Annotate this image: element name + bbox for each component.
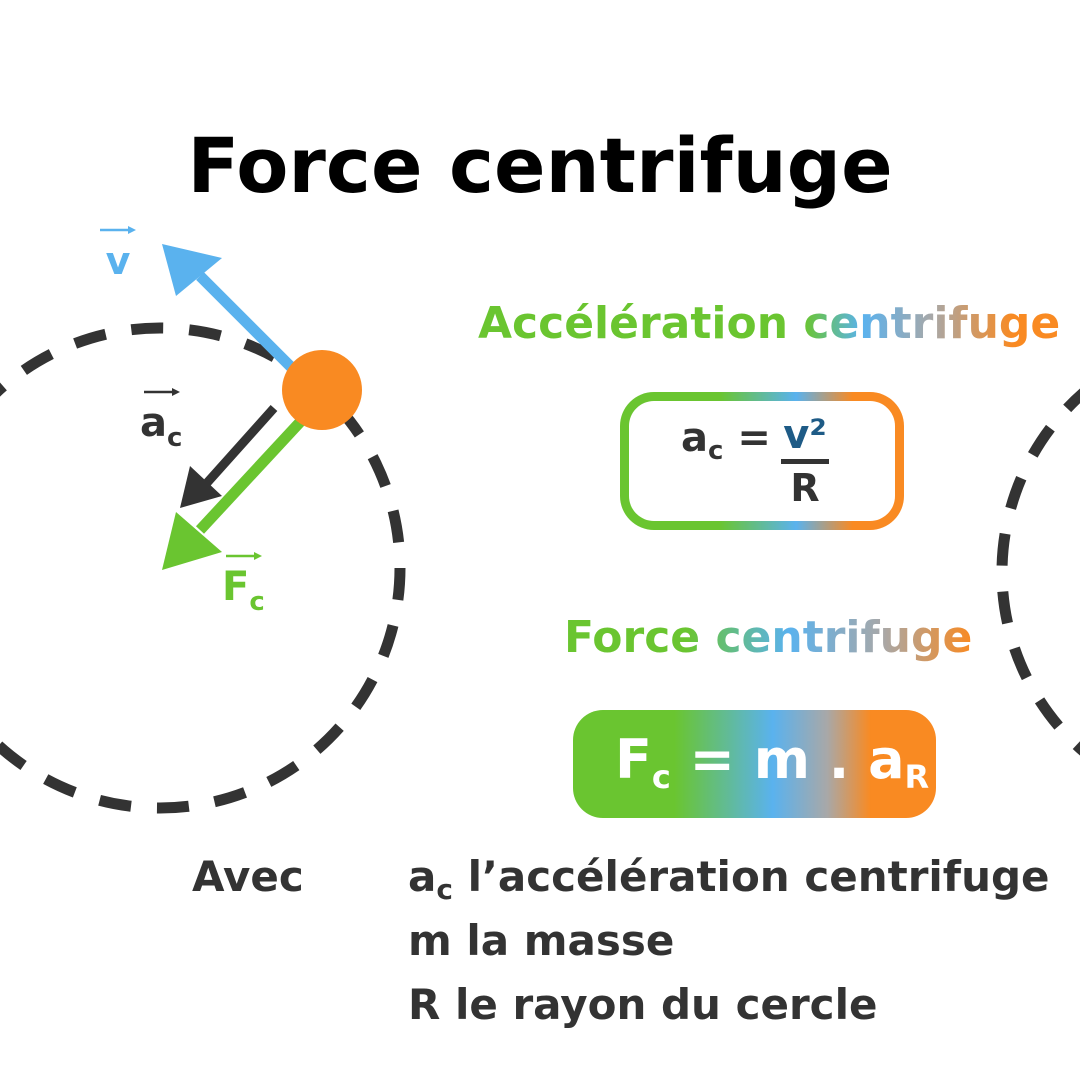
force-vector: [162, 416, 307, 570]
velocity-vector: [162, 244, 304, 380]
legend-radius: R le rayon du cercle: [408, 980, 878, 1029]
velocity-label: v: [100, 226, 136, 283]
acceleration-heading: Accélération centrifuge: [478, 298, 1061, 349]
velocity-label-text: v: [106, 239, 131, 283]
force-heading: Force centrifuge: [564, 612, 973, 663]
force-formula-mid: = m . a: [670, 728, 905, 791]
force-formula-sub: c: [651, 758, 671, 796]
accel-formula-symbol: a: [681, 415, 708, 461]
mass-ball: [282, 350, 362, 430]
force-label-sub: c: [249, 587, 264, 617]
acceleration-fraction: v² R: [781, 413, 829, 510]
force-formula-rhs-sub: R: [904, 758, 930, 796]
legend-ac-sub: c: [436, 873, 453, 906]
accel-formula-equals: =: [723, 415, 771, 461]
svg-text:ac: ac: [140, 400, 182, 453]
page-title: Force centrifuge: [187, 120, 893, 210]
legend-mass: m la masse: [408, 916, 675, 965]
force-formula-symbol: F: [615, 728, 652, 791]
acceleration-label-sub: c: [167, 423, 182, 453]
acceleration-vector: [180, 404, 278, 508]
orbit-circle: [0, 322, 406, 814]
acceleration-formula-lhs: ac =: [681, 415, 771, 466]
second-orbit-circle: [996, 388, 1080, 756]
acceleration-label: ac: [140, 388, 182, 453]
force-label-text: F: [222, 564, 249, 610]
fraction-bar: [781, 459, 829, 464]
fraction-denominator: R: [790, 466, 820, 510]
force-formula-box: Fc = m . aR: [573, 710, 936, 818]
acceleration-label-text: a: [140, 400, 167, 446]
legend-acceleration: ac l’accélération centrifuge: [408, 852, 1050, 906]
legend-ac-symbol: a: [408, 852, 437, 901]
force-formula: Fc = m . aR: [615, 728, 929, 796]
svg-text:Fc: Fc: [222, 564, 265, 617]
legend-avec: Avec: [192, 852, 304, 901]
acceleration-formula-box: ac = v² R: [620, 392, 904, 530]
accel-formula-sub: c: [708, 436, 724, 466]
fraction-numerator: v²: [783, 412, 827, 458]
legend-ac-text: l’accélération centrifuge: [452, 852, 1050, 901]
force-label: Fc: [222, 552, 265, 617]
